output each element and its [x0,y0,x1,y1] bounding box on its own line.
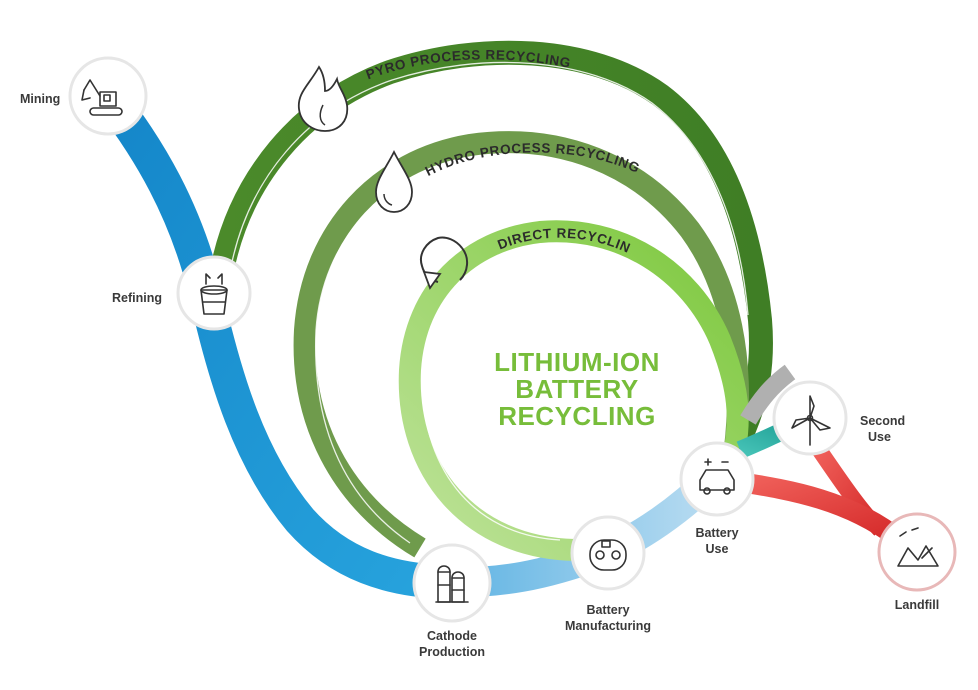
node-battery-use: Battery Use [679,441,755,556]
node-second-use: Second Use [772,380,905,456]
water-drop-icon [375,149,413,213]
wind-turbine-icon [791,395,831,446]
node-cathode-production: Cathode Production [412,543,492,659]
node-landfill: Landfill [877,512,957,612]
cathode-label-2: Production [419,645,485,659]
title-line-3: RECYCLING [498,401,656,431]
title-line-1: LITHIUM-ION [494,347,660,377]
excavator-icon [81,79,123,116]
title-line-2: BATTERY [515,374,638,404]
manufacturing-label-2: Manufacturing [565,619,651,633]
second-use-grey-band [740,364,796,425]
cathode-label-1: Cathode [427,629,477,643]
landfill-red-band [738,472,907,548]
hydro-recycling-band [293,131,749,558]
manufacturing-label-1: Battery [586,603,629,617]
second-use-label-2: Use [868,430,891,444]
node-mining: Mining [20,56,148,136]
electric-car-icon [699,458,735,495]
node-battery-manufacturing: Battery Manufacturing [565,515,651,633]
direct-flow-line [421,243,709,541]
flame-icon [297,65,349,132]
landfill-label: Landfill [895,598,939,612]
circular-arrow-icon [420,236,468,290]
refining-label: Refining [112,291,162,305]
direct-recycling-band [398,220,749,561]
battery-use-label-2: Use [706,542,729,556]
second-use-label-1: Second [860,414,905,428]
landfill-icon [897,527,939,567]
silo-icon [435,565,469,603]
node-refining: Refining [112,255,252,331]
supply-chain-blue-band [94,85,446,599]
conveyor-icon [589,539,627,571]
mining-label: Mining [20,92,60,106]
pyro-flow-line [231,61,749,316]
battery-use-label-1: Battery [695,526,738,540]
hydro-flow-line [314,153,681,544]
crucible-icon [200,273,228,315]
